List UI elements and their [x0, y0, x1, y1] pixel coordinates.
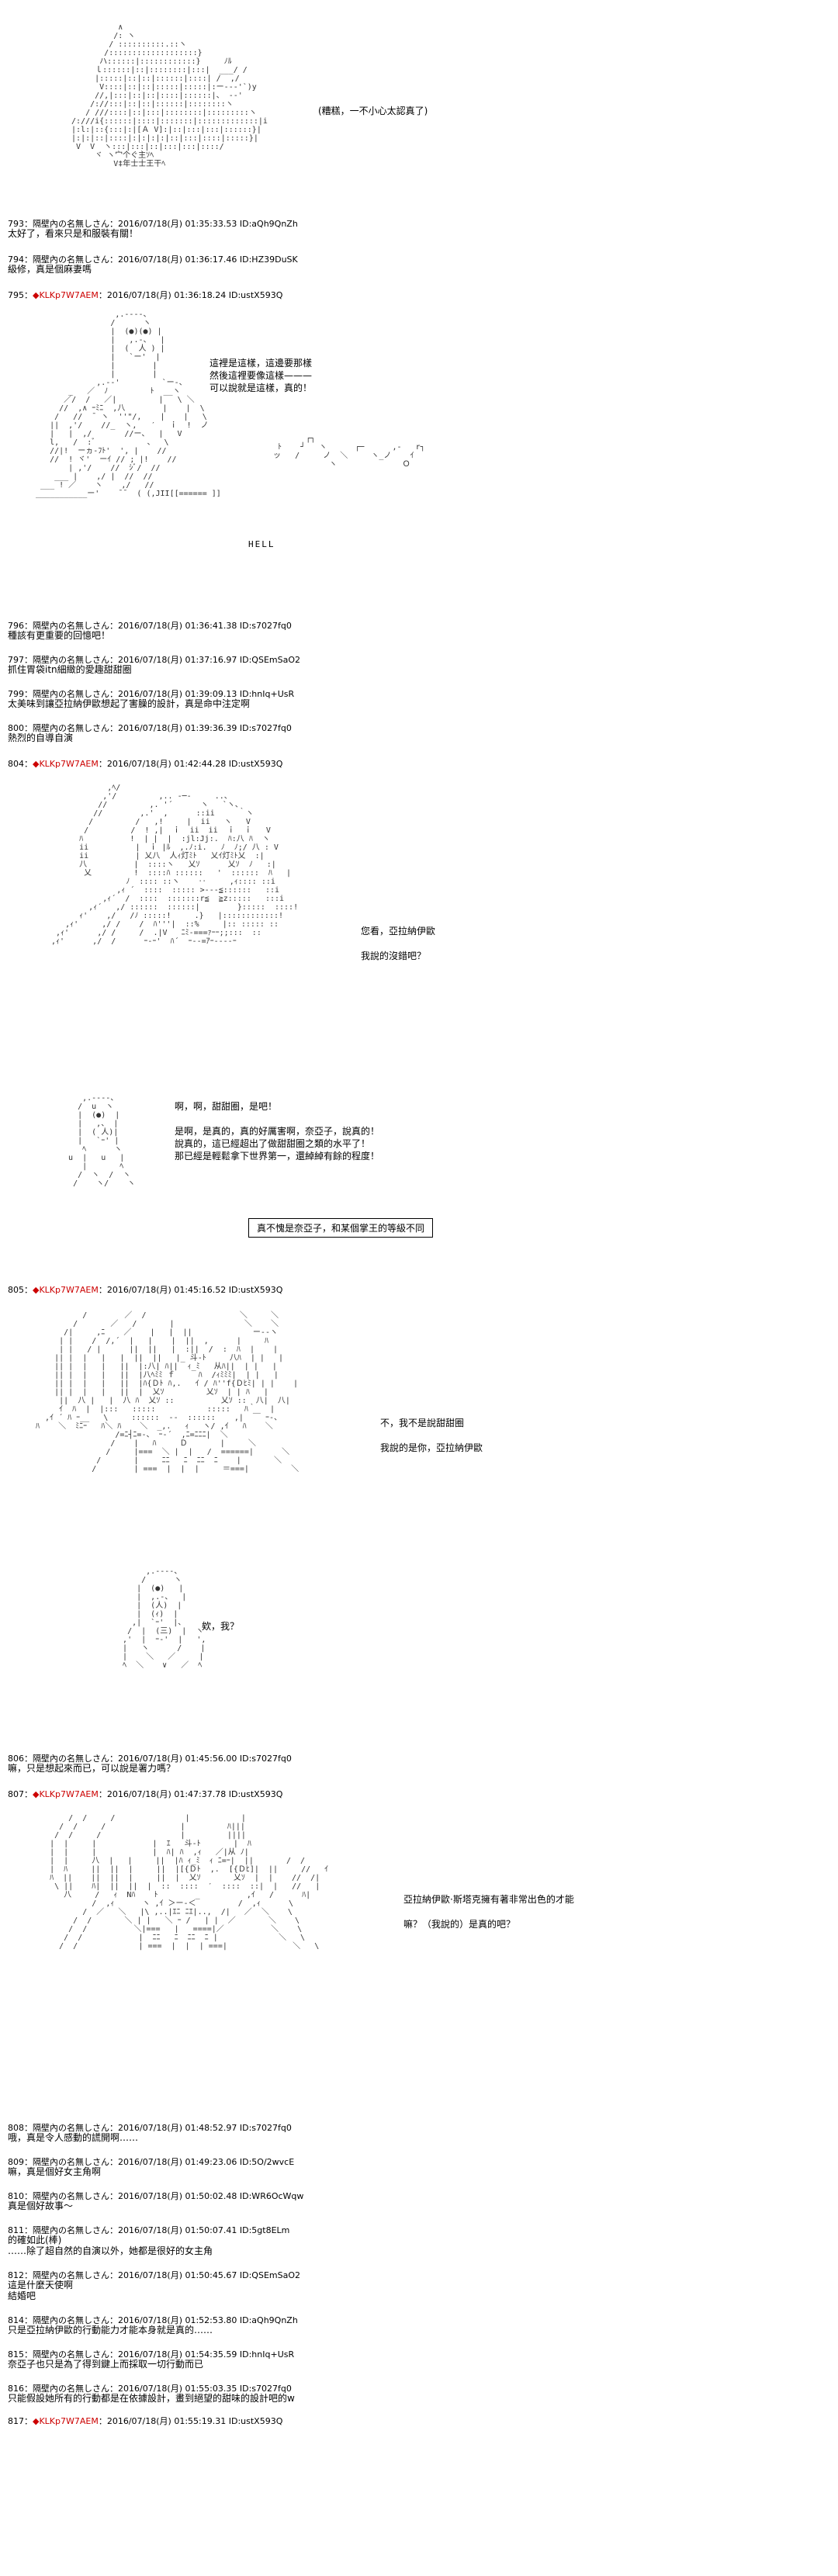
post-header-811: 811：隔壁內の名無しさん：2016/07/18(月) 01:50:07.41 … [8, 2225, 290, 2235]
post-body-794: 級修，真是個麻妻嗎 [8, 264, 92, 275]
dialogue-804: 您看，亞拉納伊歐 我說的沒錯吧？ [361, 926, 436, 961]
post-header-795: 795：◆KLKp7W7AEM：2016/07/18(月) 01:36:18.2… [8, 290, 283, 300]
boxed-note-804: 真不愧是奈亞子，和某個掌王的等級不同 [248, 1218, 434, 1238]
post-header-804: 804：◆KLKp7W7AEM：2016/07/18(月) 01:42:44.2… [8, 759, 283, 769]
post-header-808: 808：隔壁內の名無しさん：2016/07/18(月) 01:48:52.97 … [8, 2123, 292, 2133]
post-body-796: 種該有更重要的回憶吧！ [8, 630, 111, 641]
post-header-800: 800：隔壁內の名無しさん：2016/07/18(月) 01:39:36.39 … [8, 723, 292, 733]
dialogue-804b: 啊，啊，甜甜圈，是吧！ 是啊，是真的，真的好厲害啊，奈亞子，說真的！ 說真的，這… [175, 1101, 380, 1162]
post-body-797: 抓住胃袋itn細緻的愛趣甜甜圈 [8, 664, 132, 675]
post-body-800: 熱烈的自導自演 [8, 732, 74, 743]
post-body-812: 這是什麼天使啊 結婚吧 [8, 2280, 74, 2301]
post-header-796: 796：隔壁內の名無しさん：2016/07/18(月) 01:36:41.38 … [8, 621, 292, 631]
dialogue-795: 這裡是這樣，這邊要那樣 然後這裡要像這樣——— 可以說就是這樣，真的！ [210, 358, 313, 393]
post-header-805: 805：◆KLKp7W7AEM：2016/07/18(月) 01:45:16.5… [8, 1285, 283, 1295]
post-body-810: 真是個好故事〜 [8, 2200, 74, 2211]
post-header-807: 807：◆KLKp7W7AEM：2016/07/18(月) 01:47:37.7… [8, 1789, 283, 1799]
post-header-797: 797：隔壁內の名無しさん：2016/07/18(月) 01:37:16.97 … [8, 655, 300, 665]
ascii-art-805b: ,.-‐‐-、 / ヽ | (●) | | ,.-、 | | (人) | | (… [123, 1567, 206, 1670]
ascii-art-804b: ,.-‐‐-、 / u ヽ | (●) | | ,、 | | ( 人)| | `… [68, 1094, 136, 1188]
post-body-815: 奈亞子也只是為了得到鍵上而採取一切行動而已 [8, 2359, 204, 2370]
ascii-art-804: ,ﾍ/ ,'/ ,.. -─- ..、 // ,. '´ ヽ `ヽ、 // ,.… [51, 784, 299, 946]
post-body-806: 嘛，只是想起來而已，可以說是署力嗎？ [8, 1763, 176, 1774]
post-body-811: 的確如此(棒) ……除了超自然的自演以外，她都是很好的女主角 [8, 2235, 213, 2256]
dialogue-top-aside: (糟糕，一不小心太認真了) [318, 106, 428, 116]
monitor-label: HELL [248, 539, 275, 549]
ascii-art-805: / ／ / ＼ ＼ / ／ / | ＼ ＼ /| ,ﾆ ／ | | || ー-‐… [36, 1311, 300, 1473]
post-header-815: 815：隔壁內の名無しさん：2016/07/18(月) 01:54:35.59 … [8, 2349, 295, 2360]
post-body-799: 太美味到讓亞拉納伊歐想起了害臊的設計，真是命中注定啊 [8, 698, 251, 709]
post-body-816: 只能假設她所有的行動都是在依據設計，畫到絕望的甜味的設計吧的w [8, 2393, 295, 2404]
ascii-art-807: / / / | | / / / | ﾊ||| / / / | |||| | | … [50, 1814, 329, 1951]
post-body-809: 嘛，真是個好女主角啊 [8, 2166, 102, 2177]
post-header-817: 817：◆KLKp7W7AEM：2016/07/18(月) 01:55:19.3… [8, 2416, 283, 2426]
post-header-816: 816：隔壁內の名無しさん：2016/07/18(月) 01:55:03.35 … [8, 2384, 292, 2394]
ascii-art-795: ,.-‐‐-、 / ヽ | (●)(●) | | ,.-、 | | ( 人 ) … [36, 310, 221, 498]
post-header-794: 794：隔壁內の名無しさん：2016/07/18(月) 01:36:17.46 … [8, 254, 298, 265]
post-header-793: 793：隔壁內の名無しさん：2016/07/18(月) 01:35:33.53 … [8, 219, 298, 229]
ascii-art-top: ∧ /: ヽ / ::::::::::.::ヽ /:::::::::::::::… [71, 23, 268, 168]
post-body-814: 只是亞拉納伊歐的行動能力才能本身就是真的…… [8, 2325, 213, 2335]
dialogue-805b: 欸，我？ [202, 1621, 240, 1632]
dialogue-807: 亞拉納伊歐·斯塔克擁有著非常出色的才能 嘛？（我說的）是真的吧？ [403, 1894, 574, 1930]
post-body-808: 哦，真是令人感動的謊開啊…… [8, 2132, 139, 2143]
dialogue-805: 不，我不是說甜甜圈 我說的是你，亞拉納伊歐 [380, 1418, 483, 1453]
post-body-793: 太好了，看來只是和服裝有關！ [8, 228, 139, 239]
ascii-art-795-side: ┌┐ ﾄ ┘ ヽ ┌─ ,- r┐ ッ / ノ ＼ ヽ_ノ ｲ ヽ Ｏ [273, 435, 425, 469]
post-header-809: 809：隔壁內の名無しさん：2016/07/18(月) 01:49:23.06 … [8, 2157, 295, 2167]
post-header-812: 812：隔壁內の名無しさん：2016/07/18(月) 01:50:45.67 … [8, 2270, 300, 2280]
post-header-799: 799：隔壁內の名無しさん：2016/07/18(月) 01:39:09.13 … [8, 689, 295, 699]
post-header-806: 806：隔壁內の名無しさん：2016/07/18(月) 01:45:56.00 … [8, 1754, 292, 1764]
post-header-814: 814：隔壁內の名無しさん：2016/07/18(月) 01:52:53.80 … [8, 2315, 298, 2325]
post-header-810: 810：隔壁內の名無しさん：2016/07/18(月) 01:50:02.48 … [8, 2191, 304, 2201]
